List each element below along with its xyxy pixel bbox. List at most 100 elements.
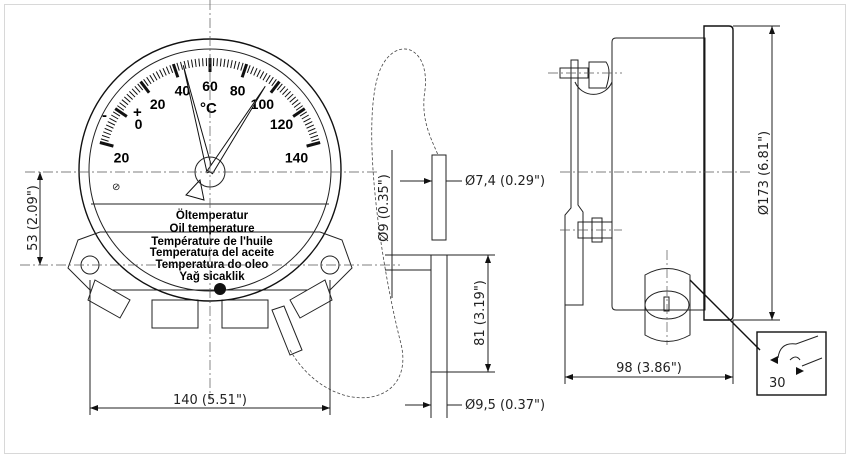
- minor-tick: [121, 99, 129, 106]
- minor-tick: [295, 105, 303, 111]
- dial-text-pt: Temperatura do oleo: [156, 259, 269, 271]
- minor-tick: [293, 102, 301, 108]
- major-tick: [292, 107, 306, 118]
- minor-tick: [104, 127, 113, 132]
- minor-tick: [129, 91, 136, 98]
- minor-tick: [226, 59, 230, 68]
- minor-tick: [307, 127, 316, 132]
- minor-tick: [250, 66, 255, 75]
- drawing-frame: [4, 4, 846, 454]
- minor-tick: [282, 88, 289, 95]
- minor-tick: [111, 114, 119, 120]
- probe-upper: [431, 154, 447, 241]
- dial-text-es: Temperatura del aceite: [150, 247, 274, 259]
- minor-tick: [303, 117, 311, 123]
- dial-text-en: Oil temperature: [170, 223, 255, 235]
- minor-tick: [112, 111, 121, 117]
- minor-tick: [268, 76, 274, 85]
- minor-tick: [253, 67, 258, 76]
- minor-tick: [190, 59, 194, 68]
- dial-text-de: Öltemperatur: [176, 209, 249, 222]
- dim-probe-dia-small: Ø7,4 (0.29"): [465, 174, 545, 189]
- minor-tick: [143, 79, 149, 87]
- dim-probe-dia-top: Ø9 (0.35"): [377, 174, 392, 242]
- minus-sign: -: [102, 107, 107, 124]
- minor-tick: [276, 83, 283, 91]
- side-view: 98 (3.86") Ø173 (6.81") 30: [548, 25, 827, 396]
- minor-tick: [134, 85, 141, 93]
- cable-glands: [87, 279, 333, 356]
- major-tick: [269, 80, 281, 94]
- unit-label: °C: [200, 100, 217, 117]
- gauge-body: [611, 37, 706, 311]
- minor-tick: [289, 96, 297, 103]
- minor-tick: [107, 121, 116, 126]
- dim-width-front: 140 (5.51"): [173, 393, 247, 408]
- minor-tick: [301, 114, 309, 120]
- minor-tick: [176, 62, 180, 71]
- minor-tick: [291, 99, 299, 106]
- dim-depth: 98 (3.86"): [616, 361, 682, 376]
- major-tick: [240, 63, 249, 78]
- dial-text-tr: Yağ sicaklik: [179, 271, 245, 283]
- minor-tick: [119, 102, 127, 108]
- dim-diameter: Ø173 (6.81"): [757, 131, 772, 215]
- major-tick: [139, 80, 151, 94]
- dial-text: Öltemperatur Oil temperature Température…: [150, 209, 274, 283]
- minor-tick: [117, 105, 125, 111]
- minor-tick: [198, 58, 201, 67]
- minor-tick: [262, 73, 268, 81]
- mounting-flange: [67, 231, 353, 291]
- minor-tick: [187, 60, 190, 69]
- scale-label: 0: [135, 116, 143, 132]
- minor-tick: [287, 93, 294, 100]
- minor-tick: [223, 58, 226, 67]
- dim-probe-dia-bottom: Ø9,5 (0.37"): [465, 398, 545, 413]
- front-dimensions: 140 (5.51") 53 (2.09"): [26, 172, 331, 415]
- minor-tick: [180, 61, 184, 70]
- minor-tick: [236, 61, 240, 70]
- minor-tick: [246, 65, 251, 73]
- minor-tick: [202, 58, 204, 67]
- pointer-tail: [185, 178, 205, 201]
- minor-tick: [169, 65, 174, 73]
- mounting-bracket: [564, 59, 584, 306]
- minor-tick: [233, 60, 237, 69]
- minor-tick: [105, 124, 114, 129]
- minor-tick: [310, 134, 319, 139]
- probe-lower: [430, 254, 448, 373]
- cable-gland-side: [644, 268, 691, 342]
- dim-probe-length: 81 (3.19"): [473, 280, 488, 346]
- bracket-loop: [574, 81, 613, 95]
- minor-tick: [155, 71, 161, 79]
- probe-view: Ø7,4 (0.29") Ø9 (0.35") 81 (3.19") Ø9,5 …: [377, 150, 545, 418]
- dim-height-mount: 53 (2.09"): [26, 185, 41, 251]
- scale-label: 20: [150, 96, 166, 112]
- minor-tick: [146, 76, 152, 85]
- major-tick: [114, 107, 128, 118]
- minor-tick: [299, 111, 308, 117]
- scale-label: 120: [270, 116, 294, 132]
- minor-tick: [159, 69, 164, 78]
- major-tick: [99, 141, 114, 148]
- scale-label: 80: [230, 83, 246, 99]
- minor-tick: [279, 85, 286, 93]
- wrench-icon: [777, 335, 823, 367]
- minor-tick: [216, 58, 218, 67]
- capillary-line: [289, 48, 439, 399]
- minor-tick: [284, 91, 291, 98]
- minor-tick: [109, 117, 117, 123]
- plus-sign: +: [133, 104, 142, 121]
- adjust-screw-icon: [214, 283, 226, 295]
- scale-label: 140: [285, 150, 309, 166]
- minor-tick: [265, 74, 271, 83]
- minor-tick: [230, 60, 233, 69]
- nut: [588, 61, 610, 89]
- wrench-detail-box: [756, 331, 827, 396]
- minor-tick: [183, 60, 187, 69]
- minor-tick: [311, 138, 320, 142]
- minor-tick: [306, 124, 315, 129]
